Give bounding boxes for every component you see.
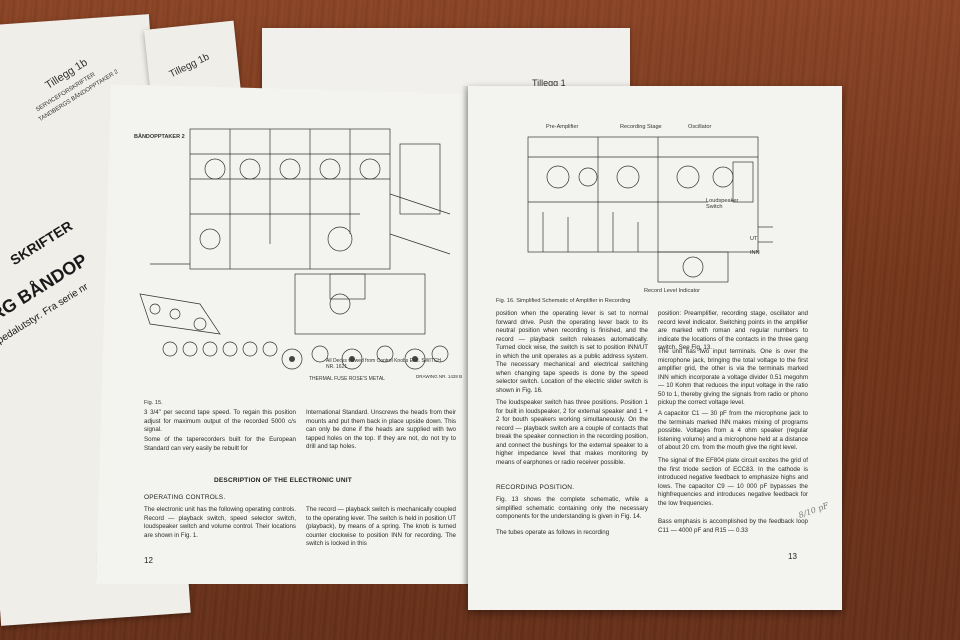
right-col2-para5: Bass emphasis is accomplished by the fee… — [658, 518, 808, 534]
label-inn: INN — [750, 250, 760, 256]
left-fig-caption: Fig. 15. — [144, 400, 163, 406]
tillegg-1-title: Tillegg 1 — [532, 78, 566, 88]
label-oscillator: Oscillator — [688, 124, 712, 130]
left-col2-para1: International Standard. Unscrews the hea… — [306, 409, 456, 450]
section-title-electronic-unit: DESCRIPTION OF THE ELECTRONIC UNIT — [214, 477, 352, 484]
thermal-fuse-note: THERMAL FUSE ROSE'S METAL — [309, 376, 385, 382]
label-pre-amplifier: Pre-Amplifier — [546, 124, 579, 130]
right-col1-para3: Fig. 13 shows the complete schematic, wh… — [496, 496, 648, 520]
right-col1-para2: The loudspeaker switch has three positio… — [496, 399, 648, 466]
label-ut: UT — [750, 236, 758, 242]
left-page-number: 12 — [144, 556, 153, 565]
right-page-number: 13 — [788, 552, 797, 561]
tillegg-1b-title: Tillegg 1b — [43, 56, 90, 92]
left-col1-para3: The electronic unit has the following op… — [144, 506, 296, 539]
left-page: BÅNDOPPTAKER 2 — [96, 84, 471, 584]
label-loudspeaker-switch: Loudspeaker Switch — [706, 198, 739, 210]
full-circuit-schematic — [139, 128, 451, 370]
right-col2-para3: A capacitor C1 — 30 pF from the micropho… — [658, 410, 808, 451]
left-col1-para2: Some of the taperecorders built for the … — [144, 436, 296, 452]
subsection-recording-position: RECORDING POSITION. — [496, 484, 575, 491]
right-fig-caption: Fig. 16. Simplified Schematic of Amplifi… — [496, 298, 631, 304]
simplified-amplifier-schematic — [527, 136, 773, 283]
right-col2-para2: The unit has two input terminals. One is… — [658, 348, 808, 406]
subsection-operating-controls: OPERATING CONTROLS. — [144, 494, 226, 501]
left-col1-para1: 3 3/4" per second tape speed. To regain … — [144, 409, 296, 433]
label-recording-stage: Recording Stage — [620, 124, 662, 130]
left-col2-para3: The record — playback switch is mechanic… — [306, 506, 456, 547]
schematic-title: BÅNDOPPTAKER 2 — [134, 134, 185, 140]
switch-note: All Decks viewed from Control Knobs End.… — [326, 358, 442, 370]
right-page: Pre-Amplifier Recording Stage Oscillator… — [468, 86, 842, 610]
right-col2-para1: position: Preamplifier, recording stage,… — [658, 310, 808, 351]
tillegg-1b-title-2: Tillegg 1b — [167, 51, 212, 81]
right-col1-para1: position when the operating lever is set… — [496, 310, 648, 394]
right-col1-para4: The tubes operate as follows in recordin… — [496, 529, 610, 536]
right-col2-para4: The signal of the EF804 plate circuit ex… — [658, 457, 808, 507]
label-record-level-indicator: Record Level Indicator — [644, 288, 700, 294]
drawing-note: DRAWING NR. 1428 B — [416, 374, 463, 379]
